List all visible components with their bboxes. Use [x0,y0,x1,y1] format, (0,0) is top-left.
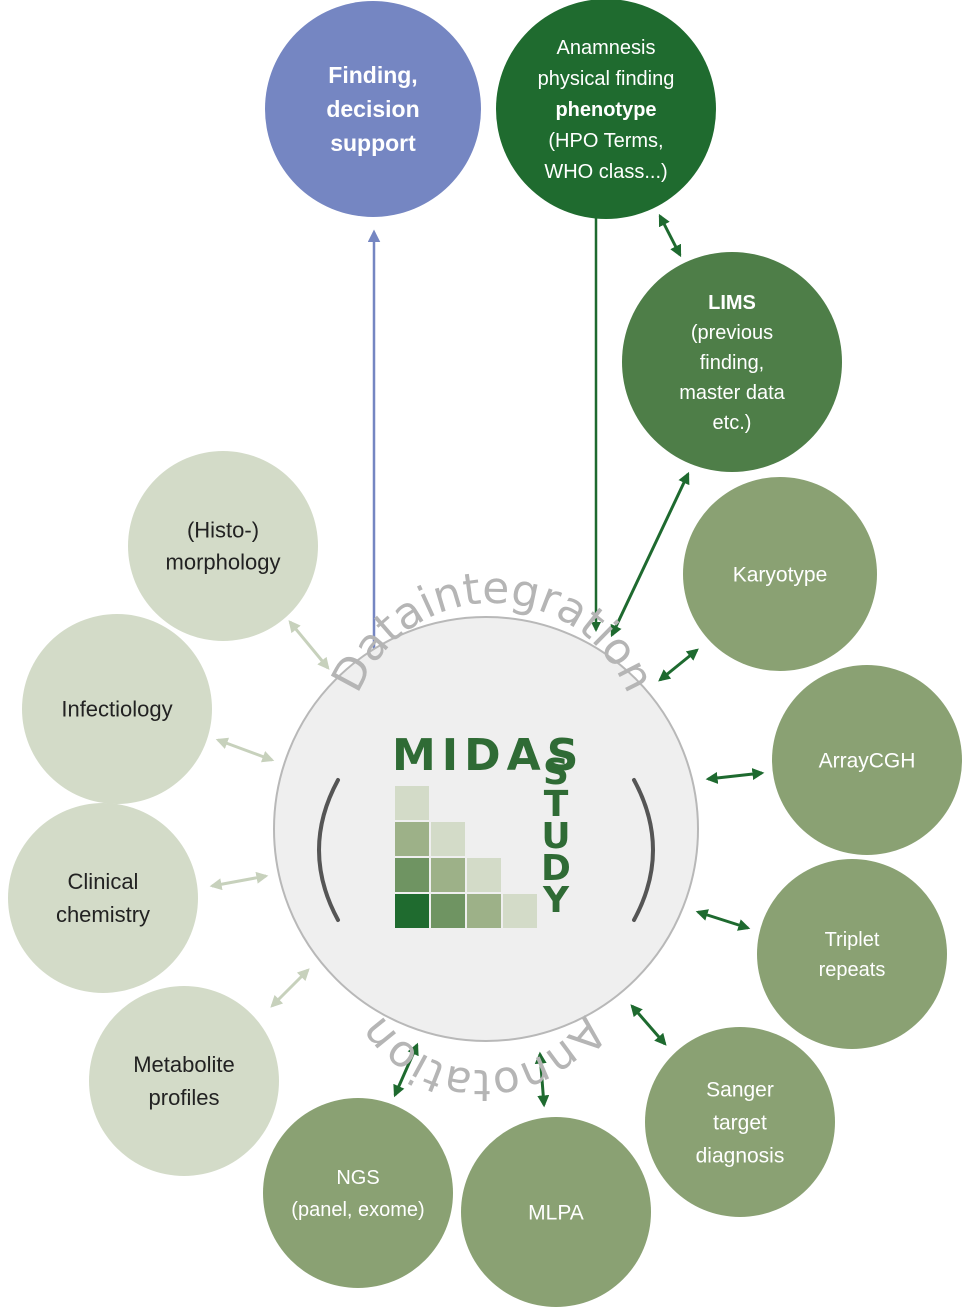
phenotype-label-line: phenotype [555,99,656,121]
lims-label-line: (previous [691,322,773,344]
connector-arrows [209,213,765,1108]
phenotype-label-line: Anamnesis [557,37,656,59]
arrow-infectiology [215,737,275,763]
node-metabolite: Metabolite profiles [89,986,279,1176]
node-karyotype: Karyotype [683,477,877,671]
mlpa-circle [461,1117,651,1307]
logo-square [395,822,429,856]
ngs-circle [263,1098,453,1288]
karyotype-label-line: Karyotype [733,563,828,586]
study-letter: T [544,784,569,825]
node-ngs: NGS (panel, exome) [263,1098,453,1288]
finding-label-line: decision [326,96,419,122]
center-circle [273,616,699,1042]
phenotype-circle [496,0,716,219]
finding-label-line: Finding, [328,62,417,88]
arraycgh-label-line: ArrayCGH [819,749,916,772]
clinical-label-line: Clinical [68,869,139,894]
study-letter: Y [542,880,570,921]
satellite-nodes: Finding, decision support Anamnesis physica… [8,0,962,1307]
lims-label-line: master data [679,382,785,404]
arrow-mlpa [534,1051,550,1108]
histo-label-line: (Histo-) [187,518,259,543]
metabolite-label-line: Metabolite [133,1052,235,1077]
logo-square [395,786,429,820]
midas-logo-grid [395,786,537,928]
lims-circle [622,252,842,472]
node-finding: Finding, decision support [265,1,481,217]
sanger-label-line: diagnosis [696,1144,785,1167]
histo-label-line: morphology [166,550,281,575]
metabolite-circle [89,986,279,1176]
karyotype-circle [683,477,877,671]
finding-label-line: support [330,130,416,156]
infectiology-label-line: Infectiology [61,697,172,722]
infectiology-circle [22,614,212,804]
triplet-label-line: Triplet [825,929,880,951]
triplet-circle [757,859,947,1049]
study-letter: U [541,816,570,857]
lims-label-line: etc.) [713,412,752,434]
study-letter: S [543,752,569,793]
arrow-triplet [695,909,751,931]
arrow-sanger [630,1004,667,1046]
finding-circle [265,1,481,217]
node-sanger: Sanger target diagnosis [645,1027,835,1217]
node-phenotype: Anamnesis physical finding phenotype (HPO T… [496,0,716,219]
triplet-label-line: repeats [819,959,886,981]
logo-square [467,894,501,928]
ngs-label-line: NGS [336,1167,379,1189]
logo-square [431,858,465,892]
node-triplet: Triplet repeats [757,859,947,1049]
arrow-lims [610,471,690,638]
sanger-label-line: target [713,1111,767,1134]
logo-square [395,858,429,892]
logo-square [467,858,501,892]
arrow-lims-phenotype [658,213,682,258]
phenotype-label-line: (HPO Terms, [548,130,663,152]
node-lims: LIMS (previous finding, master data etc.) [622,252,842,472]
lims-label-line: finding, [700,352,765,374]
arrow-clinical [209,871,269,891]
histo-circle [128,451,318,641]
study-letter: D [541,848,571,889]
lims-label-line: LIMS [708,292,756,314]
node-arraycgh: ArrayCGH [772,665,962,855]
node-infectiology: Infectiology [22,614,212,804]
phenotype-label-line: physical finding [538,68,675,90]
logo-square [431,894,465,928]
midas-logo-word: MIDAS [392,730,584,781]
logo-square [503,894,537,928]
mlpa-label-line: MLPA [528,1201,584,1224]
arrow-histo [288,620,330,670]
node-clinical: Clinical chemistry [8,803,198,993]
ngs-label-line: (panel, exome) [291,1199,424,1221]
arrow-karyotype [658,648,699,682]
right-bracket [632,778,655,922]
sanger-circle [645,1027,835,1217]
logo-square [395,894,429,928]
node-histo: (Histo-) morphology [128,451,318,641]
clinical-label-line: chemistry [56,902,150,927]
arrow-metabolite [270,968,310,1008]
node-mlpa: MLPA [461,1117,651,1307]
clinical-circle [8,803,198,993]
metabolite-label-line: profiles [149,1085,220,1110]
logo-square [431,822,465,856]
sanger-label-line: Sanger [706,1078,774,1101]
arrow-ngs [393,1042,419,1098]
arraycgh-circle [772,665,962,855]
left-bracket [317,778,340,922]
arrow-arraycgh [705,768,765,784]
phenotype-label-line: WHO class...) [544,161,667,183]
